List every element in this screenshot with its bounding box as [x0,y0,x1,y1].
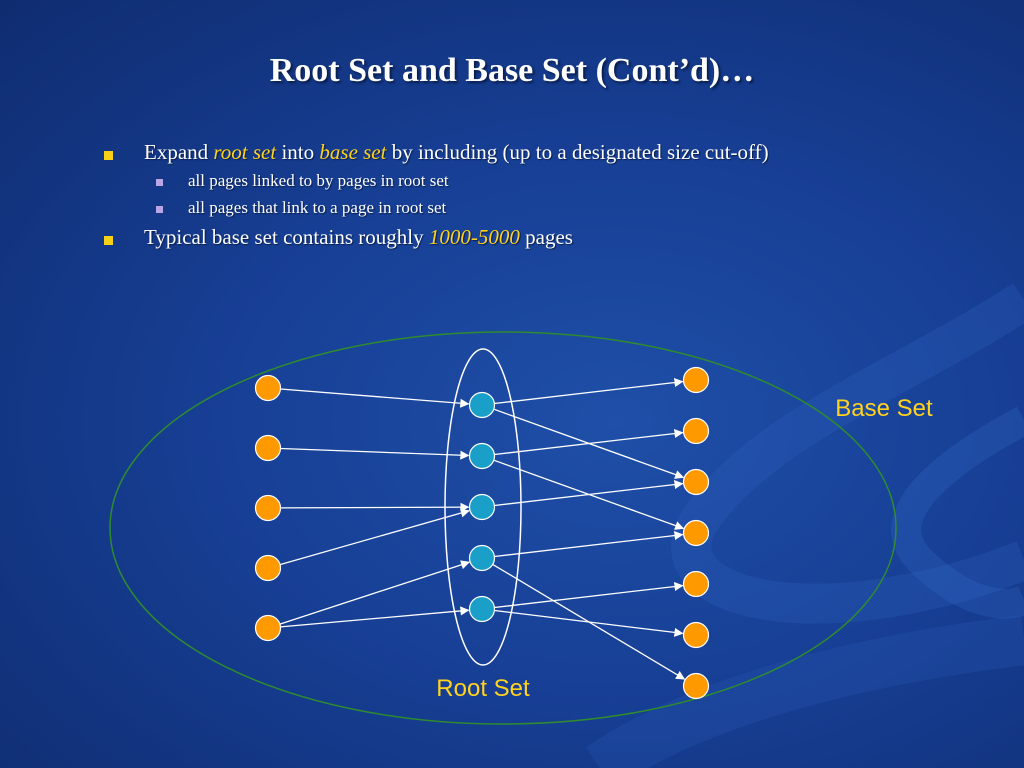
bullet-expand: Expand root set into base set by includi… [104,140,964,165]
base-node-T4 [682,519,710,547]
edge-R5-T5 [494,582,684,609]
slide-title: Root Set and Base Set (Cont’d)… [269,52,755,89]
base-node-T5 [682,570,710,598]
sub-bullet-square-icon [156,179,163,186]
root-node-R1 [468,391,496,419]
bullet-typical-size: Typical base set contains roughly 1000-5… [104,225,964,250]
base-node-T1 [682,366,710,394]
base-node-T6 [682,621,710,649]
edge-R2-T2 [494,429,684,456]
sub-bullet-linked-to: all pages linked to by pages in root set [104,171,964,191]
base-set-label: Base Set [835,395,933,422]
base-node-L2 [254,434,282,462]
base-node-L4 [254,554,282,582]
root-node-R2 [468,442,496,470]
base-node-L3 [254,494,282,522]
base-set-emphasis: base set [319,140,387,164]
bullet-list: Expand root set into base set by includi… [104,140,964,256]
edge-L4-R3 [279,508,470,566]
edge-group [279,378,686,680]
edge-L5-R5 [280,606,470,628]
base-node-T2 [682,417,710,445]
edge-L1-R1 [280,388,470,408]
node-group [254,366,710,700]
edge-L5-R4 [279,560,471,625]
root-set-emphasis: root set [213,140,277,164]
base-node-L5 [254,614,282,642]
edge-R4-T4 [494,531,684,558]
edge-R1-T1 [494,378,684,405]
root-node-R5 [468,595,496,623]
base-node-T3 [682,468,710,496]
edge-R5-T6 [494,609,684,637]
bullet-square-icon [104,151,113,160]
root-set-label: Root Set [436,675,530,702]
sub-bullet-square-icon [156,206,163,213]
sub-bullet-link-to: all pages that link to a page in root se… [104,198,964,218]
base-node-T7 [682,672,710,700]
bullet-square-icon [104,236,113,245]
root-node-R4 [468,544,496,572]
edge-L2-R2 [280,447,470,460]
base-set-ellipse [109,331,897,725]
size-range-emphasis: 1000-5000 [428,225,520,249]
base-node-L1 [254,374,282,402]
root-node-R3 [468,493,496,521]
edge-L3-R3 [280,502,470,512]
edge-R3-T3 [494,480,684,507]
